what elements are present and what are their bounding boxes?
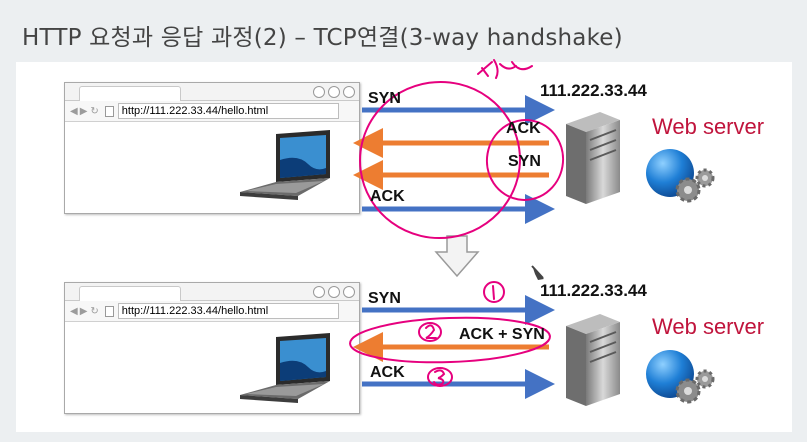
back-icon[interactable]: ◀ [70,305,78,317]
annotation-number-2 [418,322,442,342]
reload-icon[interactable]: ↻ [90,305,99,317]
label-ack-reply: ACK [506,120,541,137]
label-ack-final: ACK [370,188,405,205]
address-bar[interactable]: http://111.222.33.44/hello.html [117,103,339,119]
page-icon [104,305,114,317]
laptop-icon-bottom [240,333,330,403]
laptop-icon-top [240,130,330,200]
annotation-circle-ack-syn [485,119,565,201]
annotation-ellipse-ack-syn [349,316,551,364]
reload-icon[interactable]: ↻ [90,105,99,117]
server-icon-bottom [566,314,620,406]
label-ack-syn: ACK + SYN [459,326,545,343]
server-ip: 111.222.33.44 [540,281,647,300]
annotation-number-3-stroke [433,369,446,386]
server-label: Web server [652,114,765,139]
globe-gear-icon-top [646,149,715,203]
minimize-icon[interactable] [313,86,325,98]
annotation-number-1-stroke [492,285,495,300]
annotation-number-3 [427,367,453,387]
close-icon[interactable] [343,86,355,98]
browser-tabbar [65,83,359,101]
server-icon-top [566,112,620,204]
label-syn-reply: SYN [508,153,541,170]
maximize-icon[interactable] [328,86,340,98]
pen-cursor-icon [531,265,544,280]
browser-navbar: ◀ ▶ ↻ http://111.222.33.44/hello.html [65,301,359,322]
slide-title: HTTP 요청과 응답 과정(2) – TCP연결(3-way handshak… [22,25,623,51]
annotation-number-2-stroke [425,324,437,339]
label-ack: ACK [370,364,405,381]
server-ip: 111.222.33.44 [540,81,647,100]
server-label: Web server [652,314,765,339]
browser-tab[interactable] [79,86,181,101]
browser-tab[interactable] [79,286,181,301]
label-syn: SYN [368,90,401,107]
annotation-number-1 [483,281,505,303]
address-bar[interactable]: http://111.222.33.44/hello.html [117,303,339,319]
label-syn: SYN [368,290,401,307]
forward-icon[interactable]: ▶ [79,305,88,317]
close-icon[interactable] [343,286,355,298]
annotation-scribble [477,59,533,79]
page-icon [104,105,114,117]
annotation-circle-handshake [359,80,521,240]
handwritten-annotations [349,59,565,387]
forward-icon[interactable]: ▶ [79,105,88,117]
browser-tabbar [65,283,359,301]
down-arrow-icon [434,235,480,278]
maximize-icon[interactable] [328,286,340,298]
browser-navbar: ◀ ▶ ↻ http://111.222.33.44/hello.html [65,101,359,122]
globe-gear-icon-bottom [646,350,715,404]
minimize-icon[interactable] [313,286,325,298]
back-icon[interactable]: ◀ [70,105,78,117]
